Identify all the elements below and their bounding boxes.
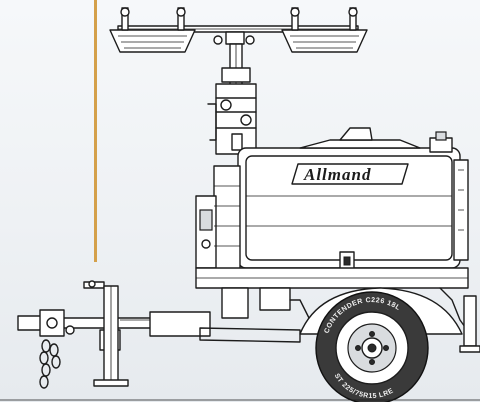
side-compartment xyxy=(195,165,241,271)
trailer-wheel: CONTENDER C226 18L ST 225/75R15 LRE xyxy=(299,287,463,402)
stabilizer-leg xyxy=(459,295,480,353)
lamp-right xyxy=(281,7,368,53)
trailer-tongue xyxy=(39,311,301,351)
mast xyxy=(207,31,257,155)
lamp-left xyxy=(109,7,196,53)
accent-divider-line xyxy=(94,0,97,262)
brand-logo: Allmand xyxy=(291,163,409,185)
safety-chain xyxy=(39,339,61,389)
brand-logo-text: Allmand xyxy=(303,165,371,184)
tow-hitch xyxy=(17,309,75,337)
jack-stand xyxy=(83,280,129,387)
trailer-chassis xyxy=(195,267,471,335)
generator-enclosure xyxy=(237,127,469,273)
